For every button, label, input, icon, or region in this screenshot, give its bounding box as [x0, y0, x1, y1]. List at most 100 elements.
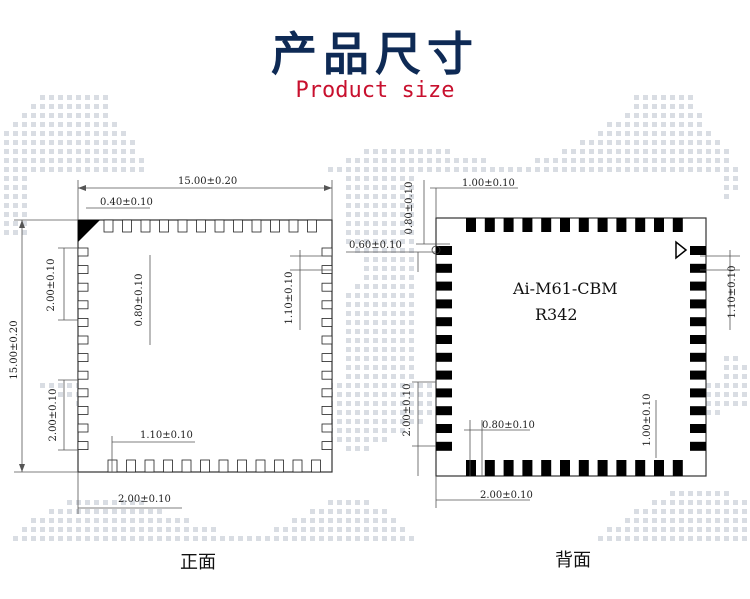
background-dot [499, 167, 504, 172]
background-dot [625, 536, 630, 541]
background-dot [616, 158, 621, 163]
back-pad-length-top-dim: 1.00±0.10 [462, 178, 515, 189]
background-dot [688, 149, 693, 154]
background-dot [346, 437, 351, 442]
front-top-pad [122, 219, 132, 233]
background-dot [679, 536, 684, 541]
background-dot [418, 419, 423, 424]
background-dot [193, 527, 198, 532]
background-dot [85, 131, 90, 136]
background-dot [283, 527, 288, 532]
background-dot [400, 329, 405, 334]
background-dot [697, 518, 702, 523]
background-dot [58, 122, 63, 127]
background-dot [400, 527, 405, 532]
front-right-pad [321, 388, 333, 398]
background-dot [328, 518, 333, 523]
background-dot [175, 527, 180, 532]
background-dot [472, 158, 477, 163]
background-dot [643, 536, 648, 541]
background-dot [4, 140, 9, 145]
background-dot [85, 113, 90, 118]
background-dot [382, 149, 387, 154]
background-dot [652, 140, 657, 145]
background-dot [373, 176, 378, 181]
background-dot [688, 518, 693, 523]
background-dot [148, 518, 153, 523]
background-dot [382, 527, 387, 532]
background-dot [310, 536, 315, 541]
background-dot [706, 167, 711, 172]
background-dot [76, 158, 81, 163]
background-dot [175, 536, 180, 541]
background-dot [634, 122, 639, 127]
background-dot [391, 410, 396, 415]
background-dot [391, 266, 396, 271]
background-dot [715, 167, 720, 172]
background-dot [391, 329, 396, 334]
background-dot [472, 167, 477, 172]
background-dot [634, 140, 639, 145]
back-left-pad [436, 246, 452, 255]
background-dot [634, 527, 639, 532]
front-view: 15.00±0.20 0.40±0.10 15.00±0.20 2.00±0.1… [9, 176, 333, 514]
background-dot [67, 149, 72, 154]
background-dot [85, 149, 90, 154]
background-dot [598, 140, 603, 145]
back-pad-width-bottom-dim: 0.80±0.10 [482, 420, 535, 431]
background-dot [598, 158, 603, 163]
background-dot [391, 158, 396, 163]
background-dot [49, 131, 54, 136]
background-dot [382, 536, 387, 541]
background-dot [22, 167, 27, 172]
background-dot [58, 167, 63, 172]
background-dot [625, 527, 630, 532]
background-dot [130, 149, 135, 154]
background-dot [76, 500, 81, 505]
background-dot [724, 176, 729, 181]
background-dot [130, 518, 135, 523]
background-dot [697, 140, 702, 145]
background-dot [625, 167, 630, 172]
background-dot [364, 293, 369, 298]
background-dot [670, 491, 675, 496]
background-dot [652, 167, 657, 172]
back-pin1-circle [431, 245, 441, 255]
front-right-pad [321, 247, 333, 257]
front-left-pad [77, 405, 89, 415]
front-right-pad [321, 282, 333, 292]
background-dot [445, 158, 450, 163]
background-dot [697, 167, 702, 172]
back-pad-length-right-dim: 1.10±0.10 [727, 266, 738, 319]
background-dot [400, 185, 405, 190]
background-dot [22, 113, 27, 118]
background-dot [85, 140, 90, 145]
front-right-pad [321, 405, 333, 415]
front-corner-dim: 0.40±0.10 [100, 197, 153, 208]
background-dot [337, 437, 342, 442]
front-left-pad [77, 282, 89, 292]
background-dot [22, 212, 27, 217]
background-dot [562, 149, 567, 154]
background-dot [355, 212, 360, 217]
background-dot [697, 122, 702, 127]
background-dot [391, 338, 396, 343]
background-dot [382, 203, 387, 208]
background-dot [40, 167, 45, 172]
front-pad-length-right-dim: 1.10±0.10 [284, 272, 295, 325]
background-dot [193, 536, 198, 541]
front-left-pad [77, 388, 89, 398]
background-dot [391, 194, 396, 199]
background-dot [292, 518, 297, 523]
background-dot [409, 356, 414, 361]
background-dot [346, 176, 351, 181]
background-dot [661, 113, 666, 118]
background-dot [409, 221, 414, 226]
background-dot [391, 149, 396, 154]
front-right-pad [321, 335, 333, 345]
background-dot [679, 509, 684, 514]
front-top-pad [103, 219, 114, 233]
background-dot [382, 194, 387, 199]
back-bottom-pad [484, 460, 495, 476]
background-dot [346, 518, 351, 523]
